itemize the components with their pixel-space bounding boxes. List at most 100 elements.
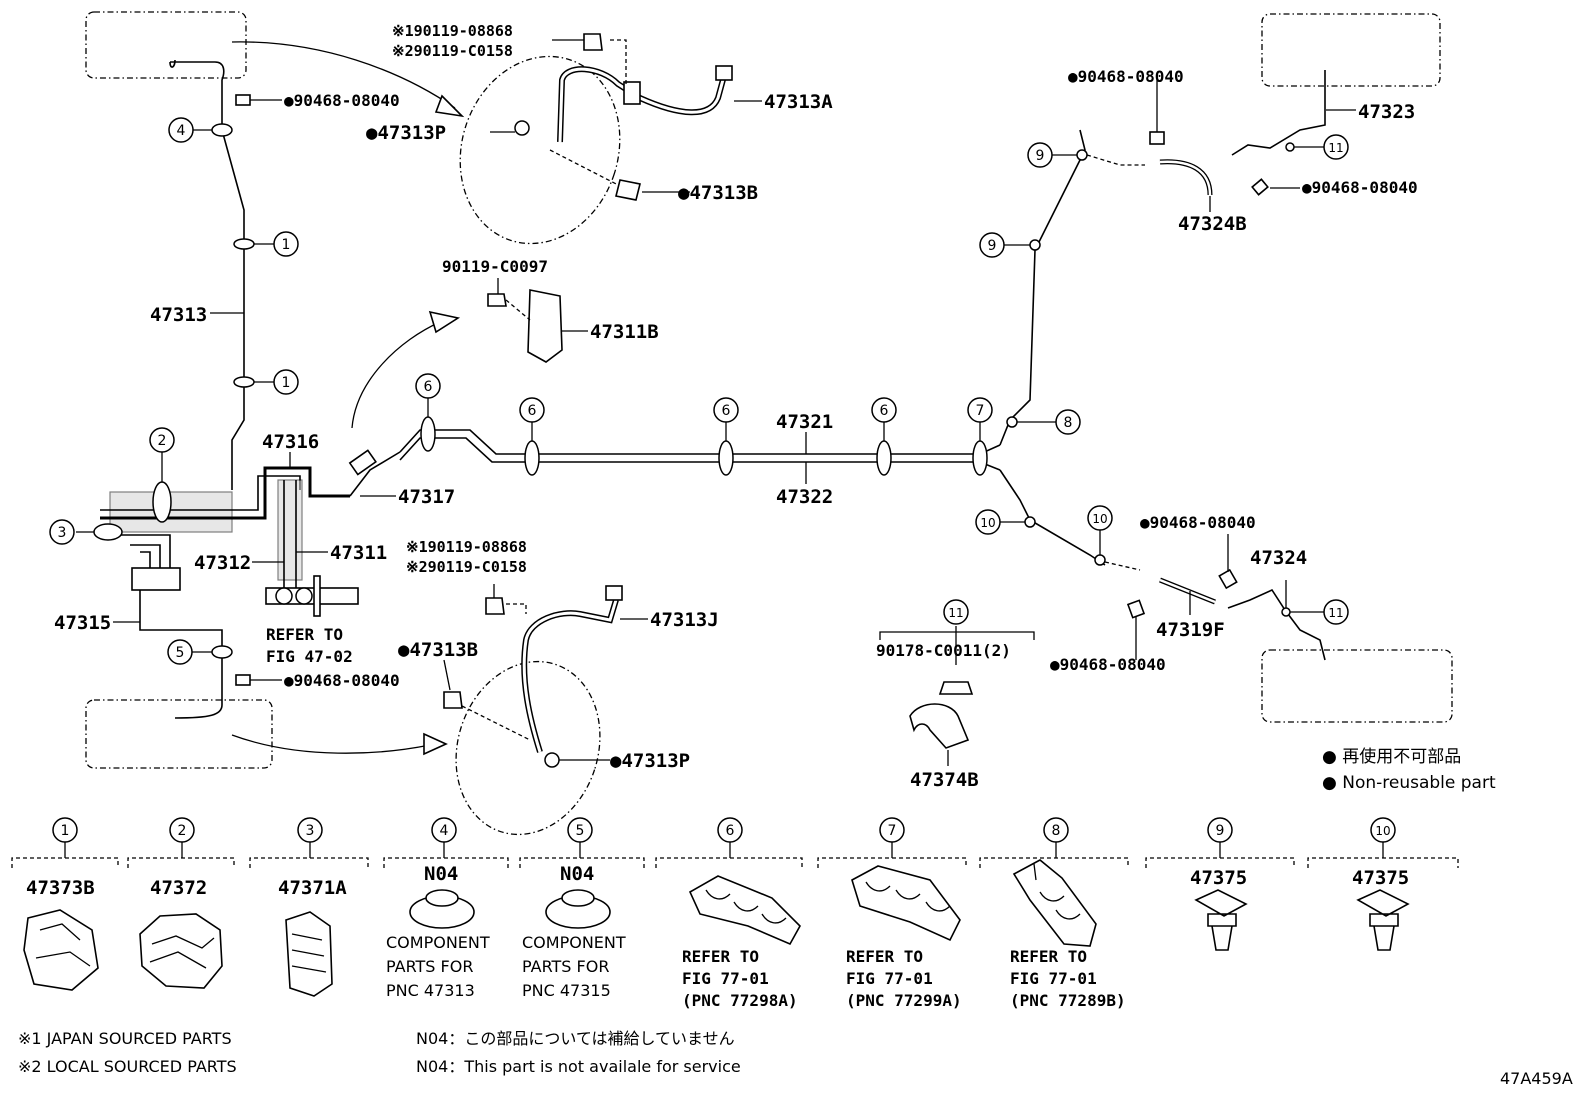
clamp-6a (420, 416, 436, 452)
diagram-code: 47A459A (1500, 1069, 1573, 1088)
callout-num-7: 7 (976, 403, 985, 419)
callout-num-6c: 6 (722, 403, 731, 419)
bottom-label-3: 47371A (278, 877, 347, 899)
callout-circle-2 (149, 427, 175, 453)
clamp-11a (1285, 142, 1295, 152)
callout-num-1b: 1 (282, 375, 291, 391)
callout-num-10a: 10 (980, 516, 995, 530)
bottom-circle-3 (297, 817, 323, 843)
bottom-desc-4-2: PARTS FOR (386, 957, 473, 976)
bracket-arrow-head (428, 310, 461, 334)
front-left-wheel-area (85, 11, 247, 79)
bundle-down (120, 534, 171, 570)
clip-90468-c (1149, 131, 1165, 145)
label-47324B: 47324B (1178, 213, 1247, 235)
clip-90468-a (235, 94, 251, 106)
hose-47313J-inner (522, 599, 618, 753)
callout-circle-6b (519, 397, 545, 423)
callout-circles (49, 117, 1349, 665)
clamp-47371A-pic-detail (291, 933, 327, 973)
clamp-47374B (909, 703, 970, 749)
callout-num-11b: 11 (1328, 606, 1343, 620)
rear-hose-arrow-head (423, 732, 448, 756)
main-lines-bundle (100, 466, 350, 520)
callout-circle-1b (273, 369, 299, 395)
label-mid-note2: ※290119-C0158 (406, 558, 527, 576)
clamp-77289B-pic (1012, 859, 1097, 947)
label-47313: 47313 (150, 304, 207, 326)
label-top-note2: ※290119-C0158 (392, 42, 513, 60)
clip-47375-b-pic (1356, 889, 1410, 951)
master-cylinder-port-b (295, 587, 313, 605)
clamp-10b (1094, 554, 1106, 566)
clamp-77299A-pic-detail (865, 881, 951, 912)
callout-circle-11a (1323, 134, 1349, 160)
bracket-dashed (505, 299, 531, 321)
label-47313B-top: ●47313B (678, 182, 758, 204)
bracket-part-3 (249, 857, 369, 868)
note-n04-jp: N04：この部品については補給していません (416, 1029, 735, 1048)
clamp-10a (1024, 516, 1036, 528)
washer-47313P-bot (544, 752, 560, 768)
clip-90468-e (1218, 568, 1238, 590)
callout-num-1a: 1 (282, 237, 291, 253)
bottom-label-2: 47372 (150, 877, 207, 899)
bottom-desc-6-2: FIG 77-01 (682, 969, 769, 988)
label-47313P-top: ●47313P (366, 122, 446, 144)
tube-47311-area (277, 479, 303, 581)
legend-jp: ● 再使用不可部品 (1322, 746, 1461, 767)
hose-47324B-inner (1159, 160, 1212, 196)
bottom-label-10: 47375 (1352, 867, 1409, 889)
bolt-47313A-end (715, 65, 733, 81)
bottom-label-1: 47373B (26, 877, 95, 899)
bracket-part-8 (979, 857, 1129, 868)
bottom-desc-5-3: PNC 47315 (522, 981, 611, 1000)
clamp-47372-pic-detail (149, 935, 215, 969)
bracket-arrow (351, 321, 441, 429)
clamp-47373B-pic (23, 909, 99, 991)
label-top-note1: ※190119-08868 (392, 22, 513, 40)
clamp-47371A-pic (285, 911, 333, 997)
callout-num-11a: 11 (1328, 141, 1343, 155)
callout-num-11c: 11 (948, 606, 963, 620)
clamp-1a (233, 238, 255, 250)
label-90468-d: ●90468-08040 (1302, 178, 1418, 197)
label-47313A: 47313A (764, 91, 833, 113)
label-90468-e: ●90468-08040 (1140, 513, 1256, 532)
callout-circle-6d (871, 397, 897, 423)
callout-circle-11b (1323, 599, 1349, 625)
bottom-circle-1 (52, 817, 78, 843)
clamp-47373B-pic-detail (35, 923, 91, 967)
label-47313P-bot: ●47313P (610, 750, 690, 772)
clip-90468-b (235, 674, 251, 686)
clamp-77298A-pic-detail (705, 889, 787, 924)
clamp-7 (972, 440, 988, 476)
label-47324: 47324 (1250, 547, 1307, 569)
bolt-90119-mid (485, 597, 505, 615)
bolt-47313B-top (615, 179, 641, 201)
bracket-part-5 (519, 857, 645, 868)
clamp-2 (152, 481, 172, 523)
bottom-num-8: 8 (1052, 823, 1061, 839)
grommet-n04-a-top (425, 889, 459, 907)
label-mid-note1: ※190119-08868 (406, 538, 527, 556)
callout-num-6d: 6 (880, 403, 889, 419)
clamp-6c (718, 440, 734, 476)
clamp-47372-pic (139, 913, 223, 989)
bottom-desc-8-1: REFER TO (1010, 947, 1087, 966)
callout-num-9a: 9 (988, 238, 997, 254)
bottom-desc-7-2: FIG 77-01 (846, 969, 933, 988)
bottom-desc-6-1: REFER TO (682, 947, 759, 966)
clamp-9b (1076, 149, 1088, 161)
grommet-4 (211, 123, 233, 137)
label-90119-c0097: 90119-C0097 (442, 257, 548, 276)
label-90468-b: ●90468-08040 (284, 671, 400, 690)
label-90468-f: ●90468-08040 (1050, 655, 1166, 674)
callout-circle-1a (273, 231, 299, 257)
bottom-desc-4-1: COMPONENT (386, 933, 490, 952)
front-right-wheel-area (1261, 13, 1441, 87)
bottom-num-3: 3 (306, 823, 315, 839)
bottom-num-9: 9 (1216, 823, 1225, 839)
callout-num-5: 5 (176, 645, 185, 661)
